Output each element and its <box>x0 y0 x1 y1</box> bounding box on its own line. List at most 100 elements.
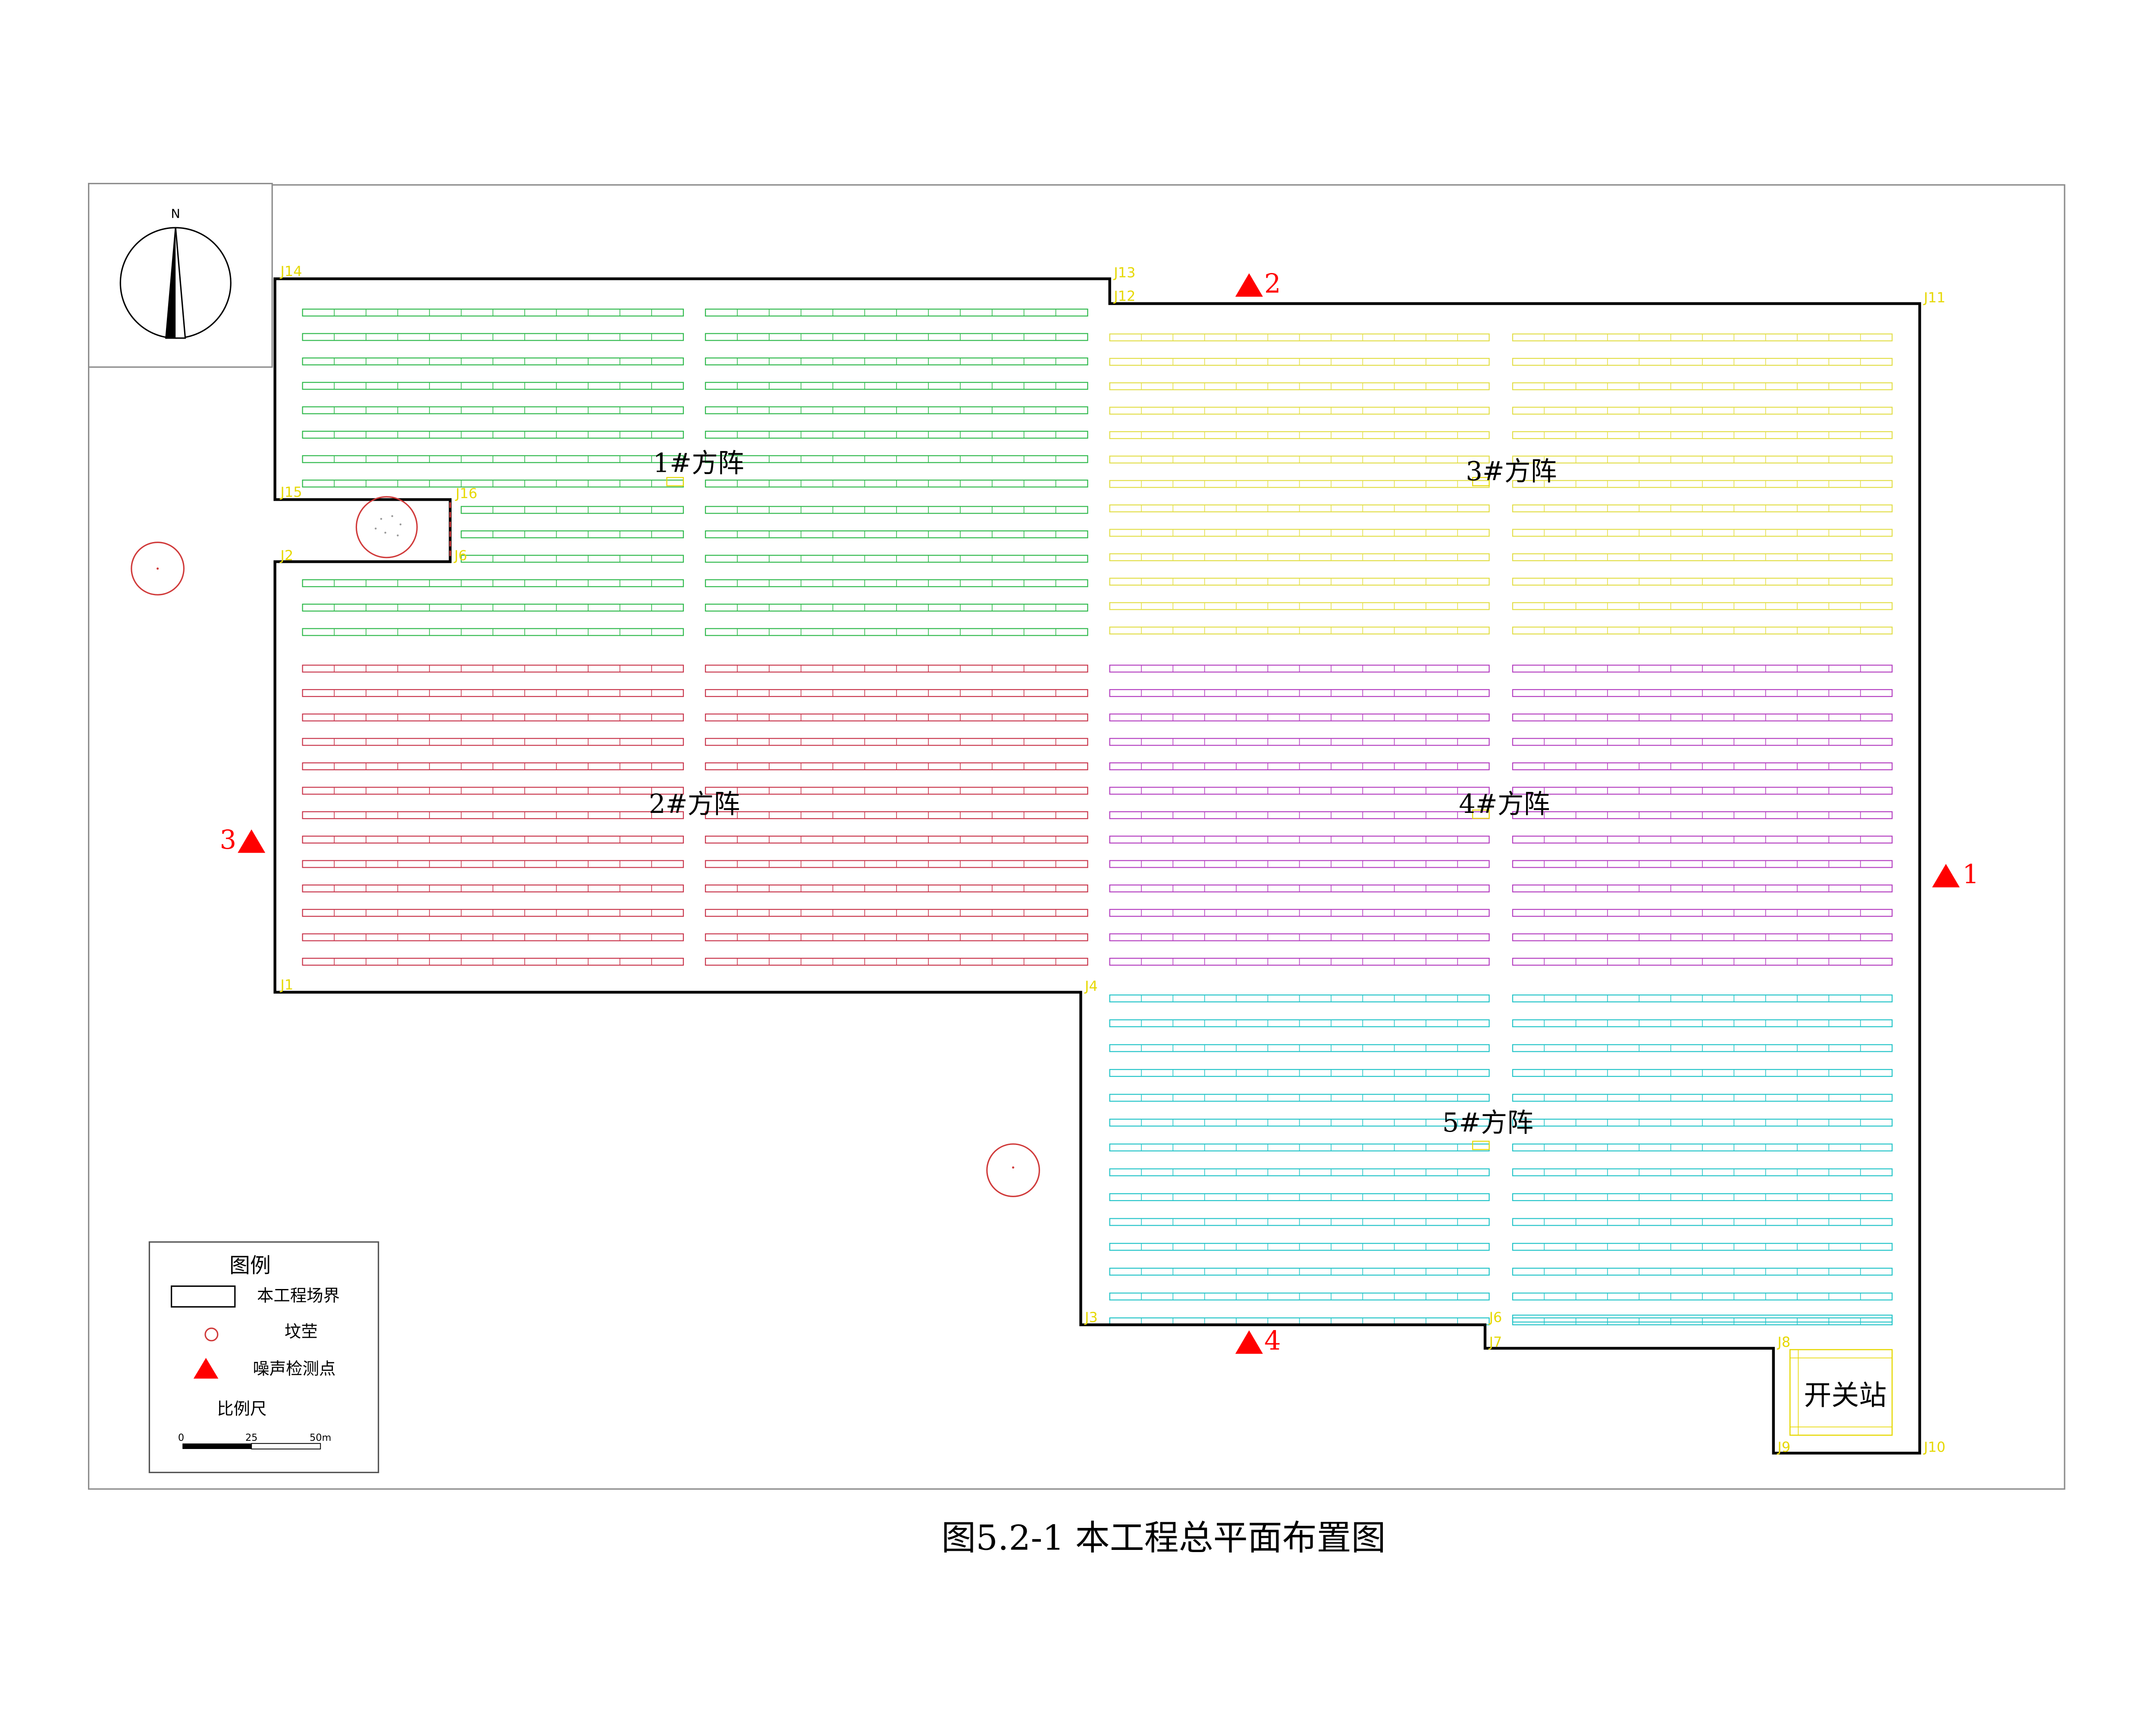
inverter-box <box>666 477 684 486</box>
boundary-point-label: J7 <box>1489 1334 1502 1350</box>
panel-row <box>705 382 1088 390</box>
boundary-point-label: J10 <box>1923 1439 1946 1455</box>
boundary-point-label: J13 <box>1113 264 1135 281</box>
panel-row <box>302 884 684 893</box>
panel-row <box>705 480 1088 488</box>
panel-row <box>705 738 1088 746</box>
panel-row <box>1109 407 1490 415</box>
panel-row <box>1109 1069 1490 1077</box>
panel-row <box>1109 602 1490 610</box>
panel-row <box>1512 455 1893 464</box>
boundary-point-label: J15 <box>279 484 302 500</box>
array-label: 1#方阵 <box>653 448 744 478</box>
panel-row <box>302 713 684 721</box>
grave-markers <box>131 496 1040 1198</box>
panel-row <box>1512 665 1893 673</box>
panel-row <box>705 835 1088 844</box>
panel-row <box>1512 933 1893 941</box>
panel-row <box>302 628 684 636</box>
inverter-box <box>1472 809 1490 819</box>
panel-row <box>705 628 1088 636</box>
panel-row <box>1109 884 1490 893</box>
panel-row <box>1109 957 1490 966</box>
panel-row <box>1512 957 1893 966</box>
panel-row <box>1512 1143 1893 1151</box>
panel-row <box>705 957 1088 966</box>
panel-row <box>705 579 1088 587</box>
noise-point-label: 2 <box>1264 269 1281 299</box>
panel-row <box>461 506 684 514</box>
red-triangle-icon <box>193 1358 219 1379</box>
panel-row <box>302 333 684 341</box>
site-boundary <box>273 277 1921 1455</box>
panel-row <box>1109 1292 1490 1301</box>
panel-row <box>1109 1243 1490 1251</box>
panel-row <box>302 738 684 746</box>
panel-row <box>1512 909 1893 917</box>
panel-row <box>1512 884 1893 893</box>
panel-row <box>1512 480 1893 488</box>
panel-row <box>705 909 1088 917</box>
noise-point-label: 4 <box>1264 1326 1281 1356</box>
grave-circle-icon <box>204 1327 219 1342</box>
panel-row <box>1109 1267 1490 1276</box>
panel-row <box>1109 909 1490 917</box>
panel-row <box>1512 1069 1893 1077</box>
boundary-rect-icon <box>171 1285 236 1308</box>
panel-row <box>1109 455 1490 464</box>
panel-row <box>1109 504 1490 512</box>
red-triangle-icon <box>1932 864 1960 888</box>
panel-row <box>1109 1044 1490 1052</box>
panel-row <box>1109 553 1490 561</box>
panel-row <box>1109 1218 1490 1226</box>
panel-row <box>1512 431 1893 439</box>
legend: 图例 本工程场界 坟茔 噪声检测点 比例尺 0 25 50m <box>148 1241 379 1474</box>
boundary-point-label: J6 <box>454 547 467 564</box>
boundary-point-label: J11 <box>1923 289 1946 306</box>
panel-row <box>1109 762 1490 771</box>
red-triangle-icon <box>1235 273 1263 297</box>
north-label: N <box>171 207 180 221</box>
panel-row <box>1109 333 1490 342</box>
red-triangle-icon <box>1235 1330 1263 1354</box>
panel-row <box>705 333 1088 341</box>
panel-row <box>705 665 1088 673</box>
panel-row <box>1109 835 1490 844</box>
panel-row <box>1512 835 1893 844</box>
panel-row <box>1109 860 1490 868</box>
panel-row <box>1109 1094 1490 1102</box>
boundary-point-label: J9 <box>1777 1439 1790 1455</box>
panel-row <box>1109 431 1490 439</box>
panel-row <box>1512 504 1893 512</box>
panel-row <box>1512 529 1893 537</box>
panel-row <box>1512 1044 1893 1052</box>
boundary-point-label: J16 <box>455 485 477 502</box>
panel-row <box>1512 994 1893 1003</box>
drawing-frame <box>88 184 2065 1490</box>
panel-row <box>705 430 1088 439</box>
panel-row <box>1512 1218 1893 1226</box>
noise-point-label: 1 <box>1962 859 1979 890</box>
panel-row <box>302 382 684 390</box>
panel-row <box>1512 333 1893 342</box>
boundary-point-label: J12 <box>1113 288 1135 304</box>
panel-row <box>1109 665 1490 673</box>
array-label: 2#方阵 <box>649 789 740 819</box>
grave-circle-icon <box>355 496 418 558</box>
panel-row <box>1512 1267 1893 1276</box>
panel-row <box>302 665 684 673</box>
panel-row <box>302 406 684 414</box>
scale-bar: 0 25 50m <box>178 1432 331 1449</box>
panel-row <box>1109 577 1490 586</box>
panel-row <box>1512 860 1893 868</box>
boundary-point-label: J3 <box>1084 1309 1098 1326</box>
legend-item-noise: 噪声检测点 <box>253 1359 335 1379</box>
panel-row <box>1512 811 1893 819</box>
panel-row <box>1109 1143 1490 1151</box>
north-arrow: N <box>88 183 273 368</box>
panel-row <box>1512 787 1893 795</box>
boundary-point-label: J4 <box>1084 978 1098 994</box>
panel-row <box>1512 382 1893 390</box>
panel-row <box>1512 577 1893 586</box>
panel-row <box>1512 1019 1893 1027</box>
